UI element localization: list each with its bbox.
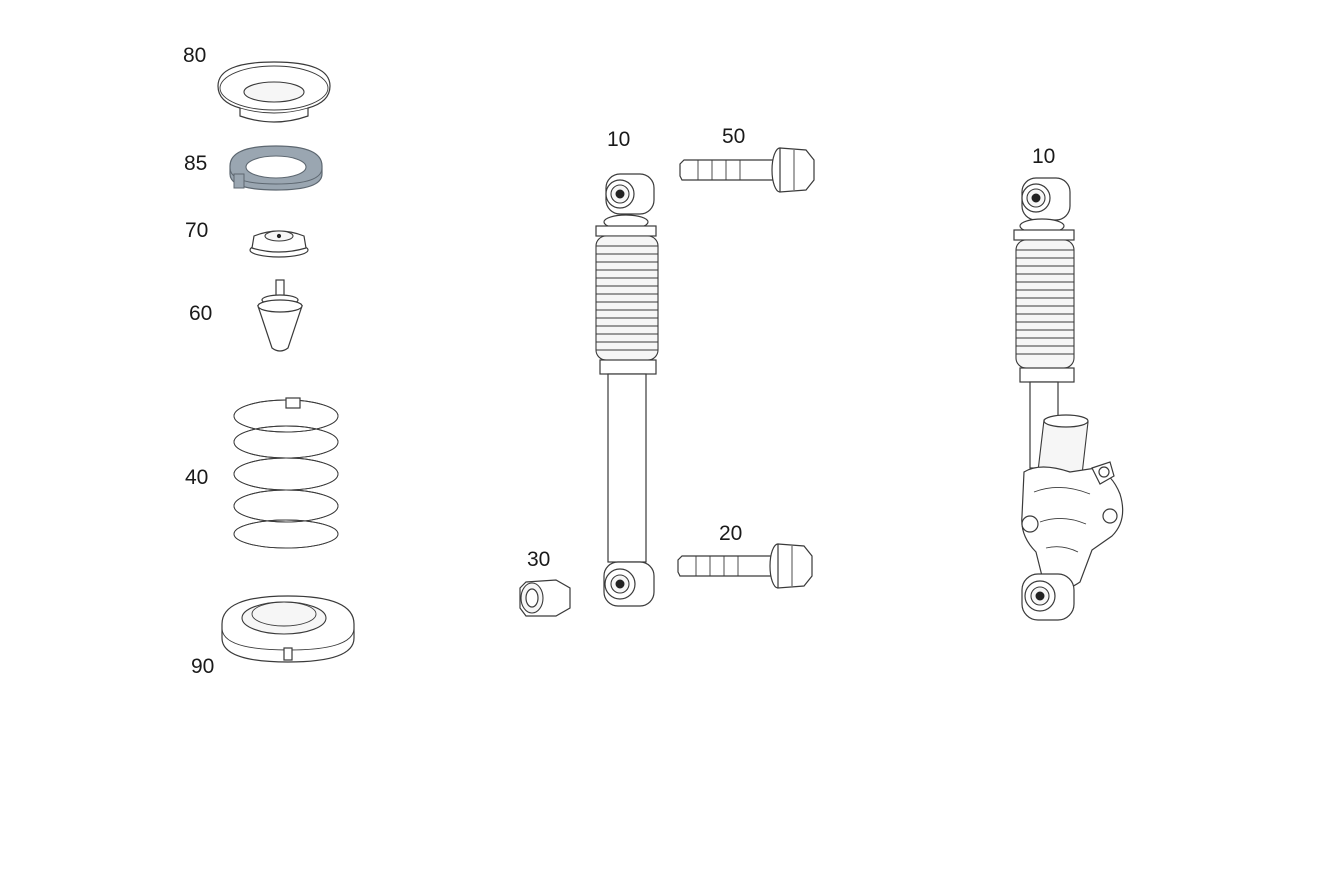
dust-cap-70[interactable] xyxy=(246,224,312,260)
callout-60[interactable]: 60 xyxy=(189,302,213,325)
spring-seat-ring-85[interactable] xyxy=(224,142,328,194)
callout-80[interactable]: 80 xyxy=(183,44,207,67)
callout-40[interactable]: 40 xyxy=(185,466,209,489)
upper-bolt-50[interactable] xyxy=(676,140,820,194)
callout-70[interactable]: 70 xyxy=(185,219,209,242)
callout-10-left[interactable]: 10 xyxy=(607,128,631,151)
hex-nut-30[interactable] xyxy=(516,574,574,622)
callout-90[interactable]: 90 xyxy=(191,655,215,678)
top-mount-cup-80[interactable] xyxy=(214,58,334,130)
shock-absorber-10-assembled[interactable] xyxy=(1000,172,1150,624)
callout-10-right[interactable]: 10 xyxy=(1032,145,1056,168)
bump-stop-60[interactable] xyxy=(250,278,310,356)
callout-30[interactable]: 30 xyxy=(527,548,551,571)
lower-spring-seat-90[interactable] xyxy=(218,588,358,668)
callout-85[interactable]: 85 xyxy=(184,152,208,175)
callout-20[interactable]: 20 xyxy=(719,522,743,545)
shock-absorber-10[interactable] xyxy=(580,166,680,614)
callout-50[interactable]: 50 xyxy=(722,125,746,148)
lower-bolt-20[interactable] xyxy=(674,536,818,590)
coil-spring-40[interactable] xyxy=(226,394,346,554)
